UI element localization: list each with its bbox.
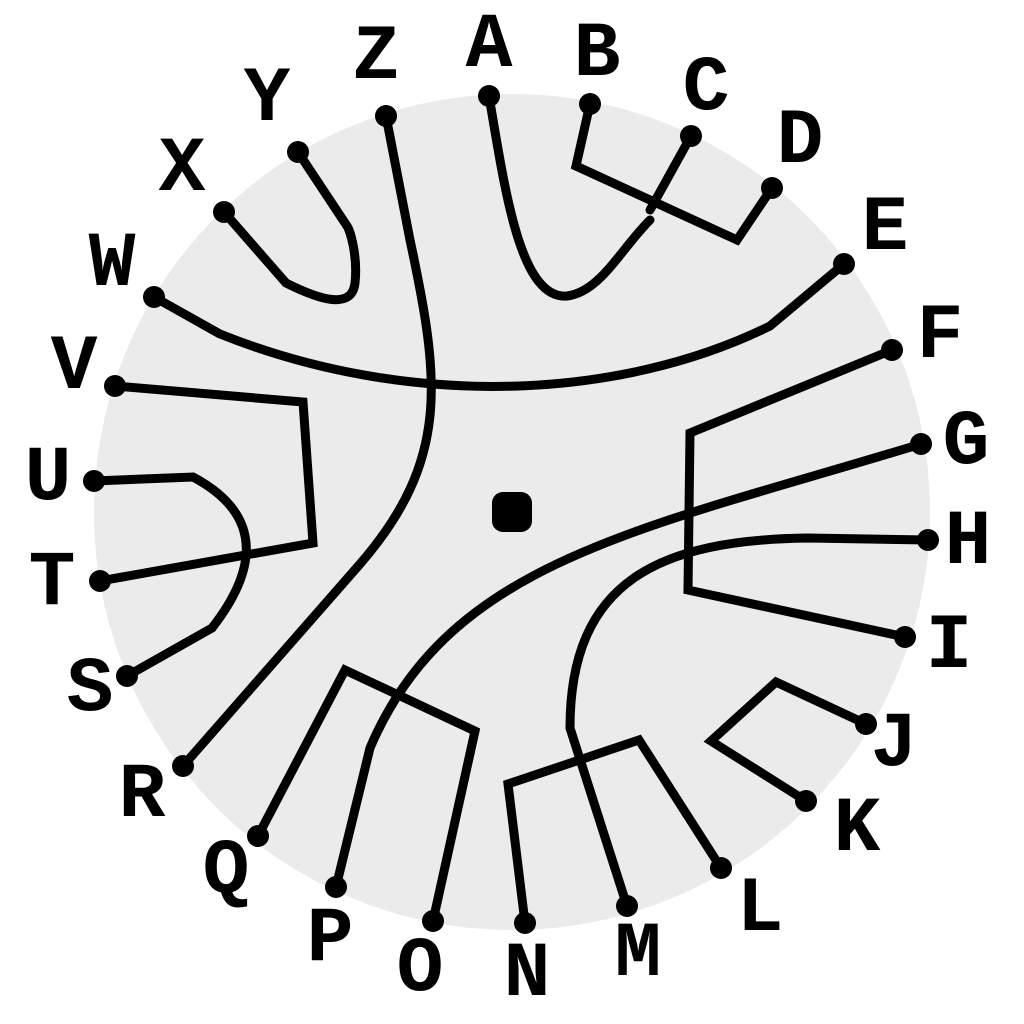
label-e: E <box>862 185 909 273</box>
dot-s <box>116 665 138 687</box>
label-h: H <box>945 499 992 587</box>
label-c: C <box>683 45 730 133</box>
label-d: D <box>777 98 824 186</box>
dot-h <box>917 529 939 551</box>
label-g: G <box>943 399 990 487</box>
wire-J-K <box>703 676 871 806</box>
label-t: T <box>29 540 76 628</box>
dot-g <box>910 433 932 455</box>
label-z: Z <box>353 14 400 102</box>
dot-f <box>881 339 903 361</box>
dot-y <box>287 141 309 163</box>
label-s: S <box>67 646 114 734</box>
dot-z <box>375 105 397 127</box>
label-b: B <box>574 11 621 99</box>
dot-b <box>579 93 601 115</box>
label-u: U <box>25 435 72 523</box>
dot-l <box>710 857 732 879</box>
label-l: L <box>737 866 784 954</box>
wire-L-N <box>503 734 726 928</box>
dot-d <box>761 177 783 199</box>
dot-p <box>325 876 347 898</box>
wire-H-M <box>565 533 933 911</box>
dot-u <box>83 470 105 492</box>
wire-A-? <box>484 91 655 301</box>
dot-e <box>833 253 855 275</box>
dot-i <box>894 626 916 648</box>
dot-o <box>422 910 444 932</box>
dot-a <box>478 85 500 107</box>
label-m: M <box>615 911 662 999</box>
label-j: J <box>871 701 918 789</box>
label-y: Y <box>244 56 291 144</box>
label-p: P <box>307 896 354 984</box>
dot-n <box>514 912 536 934</box>
dot-m <box>616 895 638 917</box>
endpoint-dots <box>83 85 939 934</box>
wire-R-Z <box>178 111 436 771</box>
wire-X-Y <box>219 147 361 305</box>
center-marker <box>492 492 532 532</box>
dot-j <box>855 713 877 735</box>
wire-O-Q <box>253 664 481 926</box>
dot-w <box>143 286 165 308</box>
label-w: W <box>89 221 136 309</box>
wire-G-P <box>331 439 926 892</box>
label-f: F <box>917 293 964 381</box>
dot-r <box>172 755 194 777</box>
label-r: R <box>119 752 166 840</box>
wire-E-W <box>149 259 849 391</box>
dot-c <box>680 125 702 147</box>
letter-labels: A B C D E F G H I J K L M N O P Q R S T … <box>25 2 992 1019</box>
wire-T-V <box>95 381 318 586</box>
wire-S-U <box>89 472 251 681</box>
label-q: Q <box>203 828 250 916</box>
label-n: N <box>504 931 551 1019</box>
label-k: K <box>834 786 881 874</box>
label-a: A <box>466 2 513 90</box>
label-x: X <box>159 126 206 214</box>
wire-C-P <box>645 131 696 215</box>
label-v: V <box>51 324 98 412</box>
dot-x <box>213 201 235 223</box>
dot-q <box>247 825 269 847</box>
dot-t <box>89 570 111 592</box>
dot-k <box>795 790 817 812</box>
dot-v <box>104 375 126 397</box>
label-i: I <box>926 603 973 691</box>
label-o: O <box>397 926 444 1014</box>
